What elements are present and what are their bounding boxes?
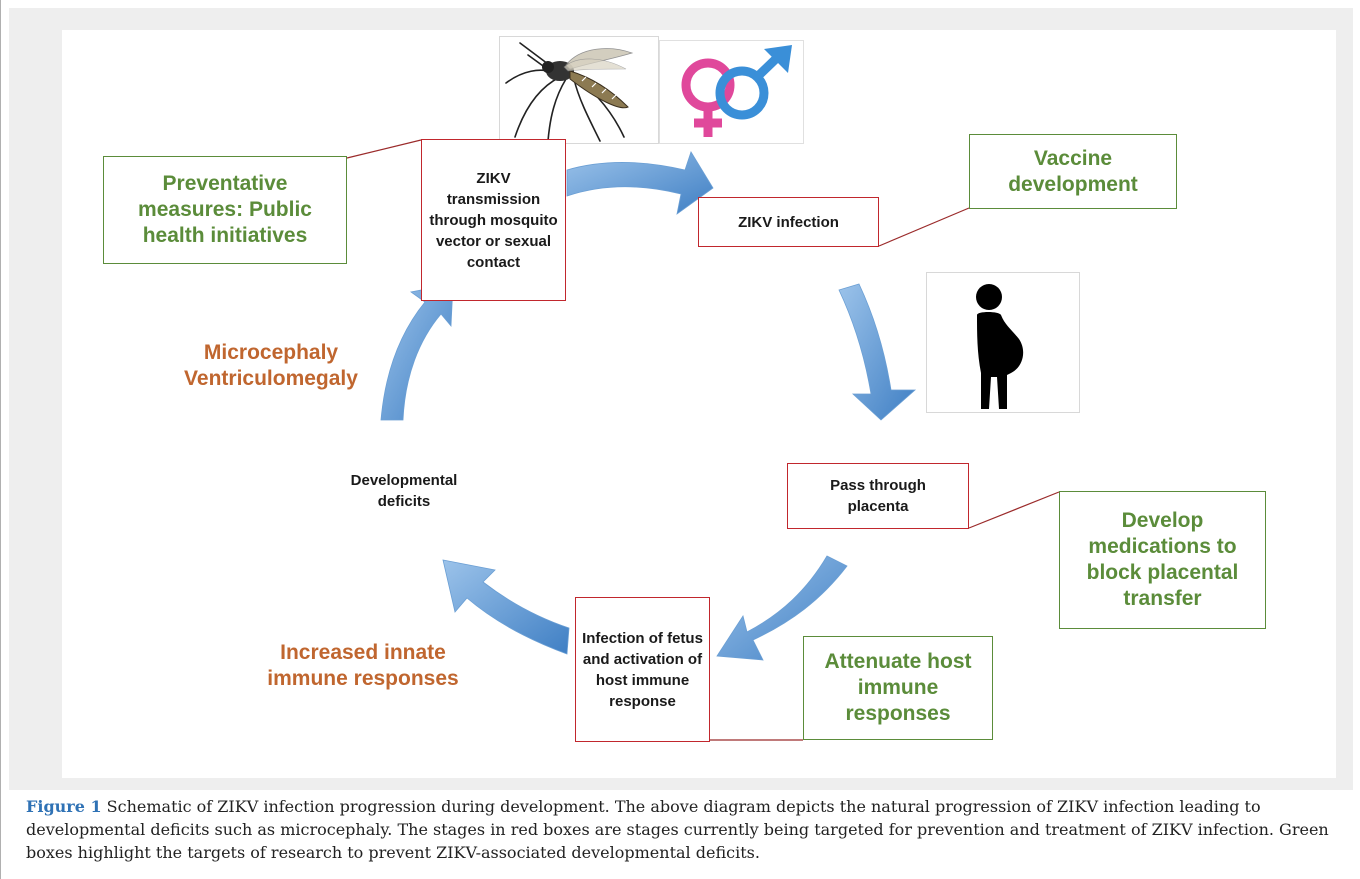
- stage-transmission-label: ZIKV transmission through mosquito vecto…: [429, 169, 558, 271]
- mosquito-picture: [499, 36, 659, 144]
- arrow-transmission-to-infection: [566, 151, 714, 215]
- stage-infection-box: ZIKV infection: [698, 197, 879, 247]
- target-vaccine-label: Vaccine development: [1008, 146, 1138, 196]
- pregnant-woman-icon: [976, 284, 1024, 409]
- outcome-innate: Increased innate immune responses: [267, 641, 459, 690]
- stage-placenta-box: Pass through placenta: [787, 463, 969, 529]
- target-attenuate-box: Attenuate host immune responses: [803, 636, 993, 740]
- caption-label: Figure 1: [26, 797, 102, 816]
- stage-transmission-box: ZIKV transmission through mosquito vecto…: [421, 139, 566, 301]
- outcome-microcephaly: Microcephaly Ventriculomegaly: [161, 340, 381, 392]
- male-female-symbol-icon: [681, 45, 792, 137]
- caption-text: Schematic of ZIKV infection progression …: [26, 797, 1329, 862]
- arrow-fetus-to-deficits: [442, 559, 570, 655]
- arrow-infection-to-placenta: [838, 283, 917, 421]
- stage-infection-label: ZIKV infection: [738, 213, 839, 231]
- connector-vaccine: [878, 207, 970, 247]
- outcome-microcephaly-line2: Ventriculomegaly: [184, 367, 358, 390]
- target-vaccine-box: Vaccine development: [969, 134, 1177, 209]
- connector-preventative: [346, 139, 422, 159]
- outcome-microcephaly-line1: Microcephaly: [203, 341, 339, 364]
- arrow-placenta-to-fetus: [716, 555, 848, 661]
- stage-fetus-label: Infection of fetus and activation of hos…: [582, 629, 703, 710]
- target-preventative-box: Preventative measures: Public health ini…: [103, 156, 347, 264]
- connector-medications: [968, 491, 1060, 529]
- target-preventative-label: Preventative measures: Public health ini…: [138, 172, 312, 247]
- gender-symbol-picture: [659, 40, 804, 144]
- connector-lines: [346, 139, 1060, 741]
- pregnant-woman-picture: [926, 272, 1080, 413]
- stage-placenta-label: Pass through placenta: [830, 477, 926, 515]
- stage-fetus-box: Infection of fetus and activation of hos…: [575, 597, 710, 742]
- cycle-arrows: [380, 151, 917, 661]
- target-medications-label: Develop medications to block placental t…: [1086, 509, 1239, 610]
- figure-caption: Figure 1 Schematic of ZIKV infection pro…: [26, 795, 1341, 864]
- stage-deficits-label: Developmental deficits: [350, 472, 458, 510]
- target-attenuate-label: Attenuate host immune responses: [824, 650, 972, 725]
- target-medications-box: Develop medications to block placental t…: [1059, 491, 1266, 629]
- mosquito-icon: [505, 42, 634, 142]
- arrow-deficits-to-transmission: [380, 283, 454, 421]
